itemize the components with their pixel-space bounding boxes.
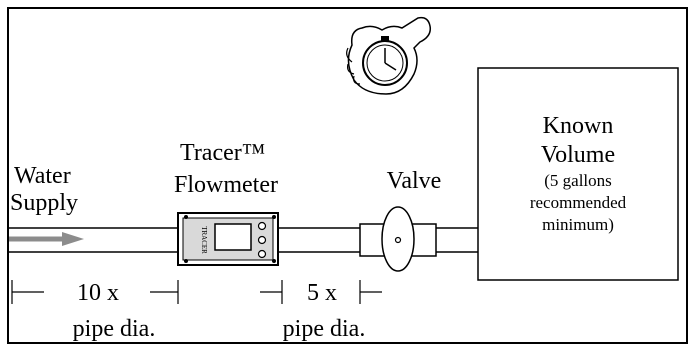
outlet-pipe bbox=[436, 227, 478, 253]
known-volume-container bbox=[477, 67, 679, 281]
known-volume-note-line2: recommended bbox=[530, 193, 627, 212]
meter-button-icon bbox=[257, 235, 267, 245]
known-volume-label-line1: Known bbox=[543, 113, 614, 139]
stopwatch-icon bbox=[346, 16, 432, 95]
valve-stem-icon bbox=[394, 236, 402, 244]
known-volume-label-line2: Volume bbox=[541, 142, 615, 168]
known-volume-note-line1: (5 gallons bbox=[544, 171, 612, 190]
flowmeter-display bbox=[214, 223, 252, 251]
water-supply-label-line1: Water bbox=[14, 163, 71, 189]
meter-brand-label: TRACER bbox=[200, 226, 208, 254]
valve bbox=[359, 206, 437, 272]
middle-pipe bbox=[278, 227, 360, 253]
valve-label: Valve bbox=[387, 168, 442, 194]
dimension-5x-label-line2: pipe dia. bbox=[283, 316, 366, 342]
dimension-5x bbox=[260, 280, 382, 304]
dimension-10x bbox=[11, 280, 179, 304]
flow-arrow bbox=[9, 232, 84, 246]
dimension-10x-label-line1: 10 x bbox=[77, 280, 119, 306]
flowmeter: TRACER bbox=[177, 212, 279, 266]
water-supply-label-line2: Supply bbox=[10, 190, 78, 216]
dimension-10x-label-line2: pipe dia. bbox=[73, 316, 156, 342]
meter-button-icon bbox=[257, 221, 267, 231]
meter-button-icon bbox=[257, 249, 267, 259]
supply-pipe bbox=[9, 227, 178, 253]
tracer-label-line2: Flowmeter bbox=[174, 172, 278, 198]
dimension-5x-label-line1: 5 x bbox=[307, 280, 337, 306]
tracer-label-line1: Tracer™ bbox=[180, 140, 265, 166]
diagram-frame bbox=[7, 7, 688, 344]
known-volume-note-line3: minimum) bbox=[542, 215, 614, 234]
